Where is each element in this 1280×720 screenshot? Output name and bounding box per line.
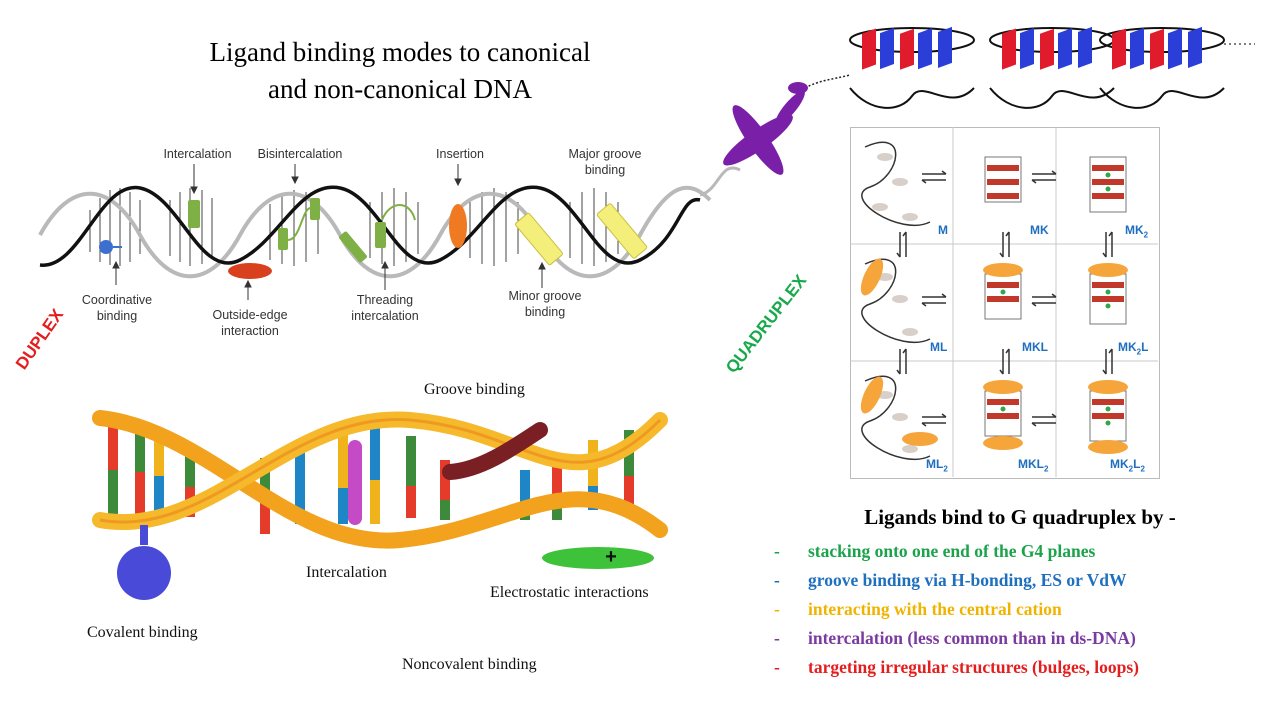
label-covalent-binding: Covalent binding xyxy=(87,624,198,641)
minor-groove-ligand xyxy=(515,212,563,266)
intercalator-ligand xyxy=(348,440,362,525)
telomere-quadruplexes xyxy=(849,26,1255,109)
state-MK2L: MK2L xyxy=(1118,340,1149,357)
label-coordinative-binding: Coordinative binding xyxy=(81,293,153,323)
state-MKL2: MKL2 xyxy=(1018,457,1049,474)
label-insertion: Insertion xyxy=(436,147,484,161)
label-electrostatic-interactions: Electrostatic interactions xyxy=(490,584,649,601)
electrostatic-ligand xyxy=(542,547,654,569)
helix-3d-illustration xyxy=(92,410,668,600)
unfolded-strands xyxy=(861,141,931,461)
state-MKL: MKL xyxy=(1022,340,1048,354)
insertion-ligand xyxy=(449,204,467,248)
state-MK2L2: MK2L2 xyxy=(1110,457,1145,474)
plus-sign: + xyxy=(605,546,617,568)
intercalator-block xyxy=(188,200,200,228)
label-threading-intercalation: Threading intercalation xyxy=(351,293,419,323)
state-MK: MK xyxy=(1030,223,1049,237)
quadruplex-label: QUADRUPLEX xyxy=(722,271,811,377)
ligand-list-item: -interacting with the central cation xyxy=(774,599,1062,619)
label-noncovalent-binding: Noncovalent binding xyxy=(402,656,537,673)
helix-ribbon-1 xyxy=(92,410,668,549)
state-MK2: MK2 xyxy=(1125,223,1149,240)
page-title: Ligand binding modes to canonical and no… xyxy=(150,34,650,108)
pointer-arrows xyxy=(112,164,546,300)
label-intercalation-3d: Intercalation xyxy=(306,564,387,581)
ligand-list-item: -stacking onto one end of the G4 planes xyxy=(774,541,1096,561)
label-outside-edge-interaction: Outside-edge interaction xyxy=(212,308,288,338)
title-line-2: and non-canonical DNA xyxy=(268,74,532,104)
label-major-groove-binding: Major groove binding xyxy=(568,147,642,177)
bound-ligands xyxy=(860,258,1128,454)
outside-edge-ligand xyxy=(228,263,272,279)
coordinative-ligand xyxy=(99,240,113,254)
black-strand xyxy=(39,185,701,267)
state-M: M xyxy=(938,223,948,237)
ligand-list-item: -intercalation (less common than in ds-D… xyxy=(774,628,1136,648)
label-minor-groove-binding: Minor groove binding xyxy=(508,289,582,319)
state-ML: ML xyxy=(930,340,948,354)
groove-binder-ligand xyxy=(442,422,548,480)
title-line-1: Ligand binding modes to canonical xyxy=(209,37,591,67)
label-bisintercalation: Bisintercalation xyxy=(257,147,343,161)
chromosome xyxy=(723,82,808,175)
label-groove-binding: Groove binding xyxy=(424,381,525,398)
duplex-binding-modes-diagram xyxy=(38,164,712,300)
ligand-list-item: -groove binding via H-bonding, ES or VdW xyxy=(774,570,1127,590)
ligand-list-item: -targeting irregular structures (bulges,… xyxy=(774,657,1140,677)
covalent-ligand-ball xyxy=(117,546,171,600)
chromosome-telomere-illustration xyxy=(700,26,1255,197)
base-pair-bars xyxy=(108,420,634,534)
folded-g4-stacks xyxy=(984,156,1127,442)
ligand-list: -stacking onto one end of the G4 planes … xyxy=(774,537,1139,682)
state-ML2: ML2 xyxy=(926,457,948,474)
ligand-list-heading: Ligands bind to G quadruplex by - xyxy=(864,505,1176,529)
label-intercalation: Intercalation xyxy=(163,147,232,161)
grey-strand xyxy=(38,185,712,279)
major-groove-ligand xyxy=(596,203,648,259)
quadruplex-grid-art xyxy=(850,127,1158,477)
equilibrium-arrows xyxy=(896,170,1113,427)
